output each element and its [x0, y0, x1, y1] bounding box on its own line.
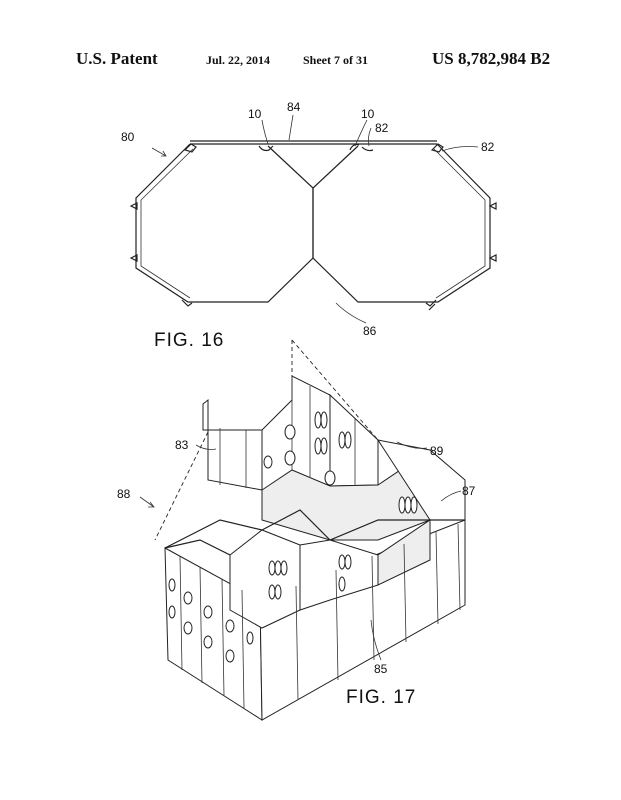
- patent-number: US 8,782,984 B2: [432, 49, 551, 68]
- ref-83: 83: [175, 438, 189, 452]
- ref-85: 85: [374, 662, 388, 676]
- page-header: U.S. Patent Jul. 22, 2014 Sheet 7 of 31 …: [0, 49, 621, 70]
- ref-89: 89: [430, 444, 444, 458]
- ref-80: 80: [121, 130, 135, 144]
- ref-82-right: 82: [481, 140, 495, 154]
- ref-87: 87: [462, 484, 476, 498]
- ref-88: 88: [117, 487, 131, 501]
- fig16-caption: FIG. 16: [154, 330, 224, 351]
- patent-date: Jul. 22, 2014: [206, 53, 271, 67]
- sheet-number: Sheet 7 of 31: [303, 53, 368, 67]
- patent-label: U.S. Patent: [76, 49, 158, 68]
- fig17-caption: FIG. 17: [346, 687, 416, 708]
- fig17-drawing: [139, 339, 466, 721]
- ref-82-top: 82: [375, 121, 389, 135]
- ref-86: 86: [363, 324, 377, 338]
- ref-10-left: 10: [248, 107, 262, 121]
- fig16-drawing: [129, 114, 497, 324]
- ref-84: 84: [287, 100, 301, 114]
- ref-10-right: 10: [361, 107, 375, 121]
